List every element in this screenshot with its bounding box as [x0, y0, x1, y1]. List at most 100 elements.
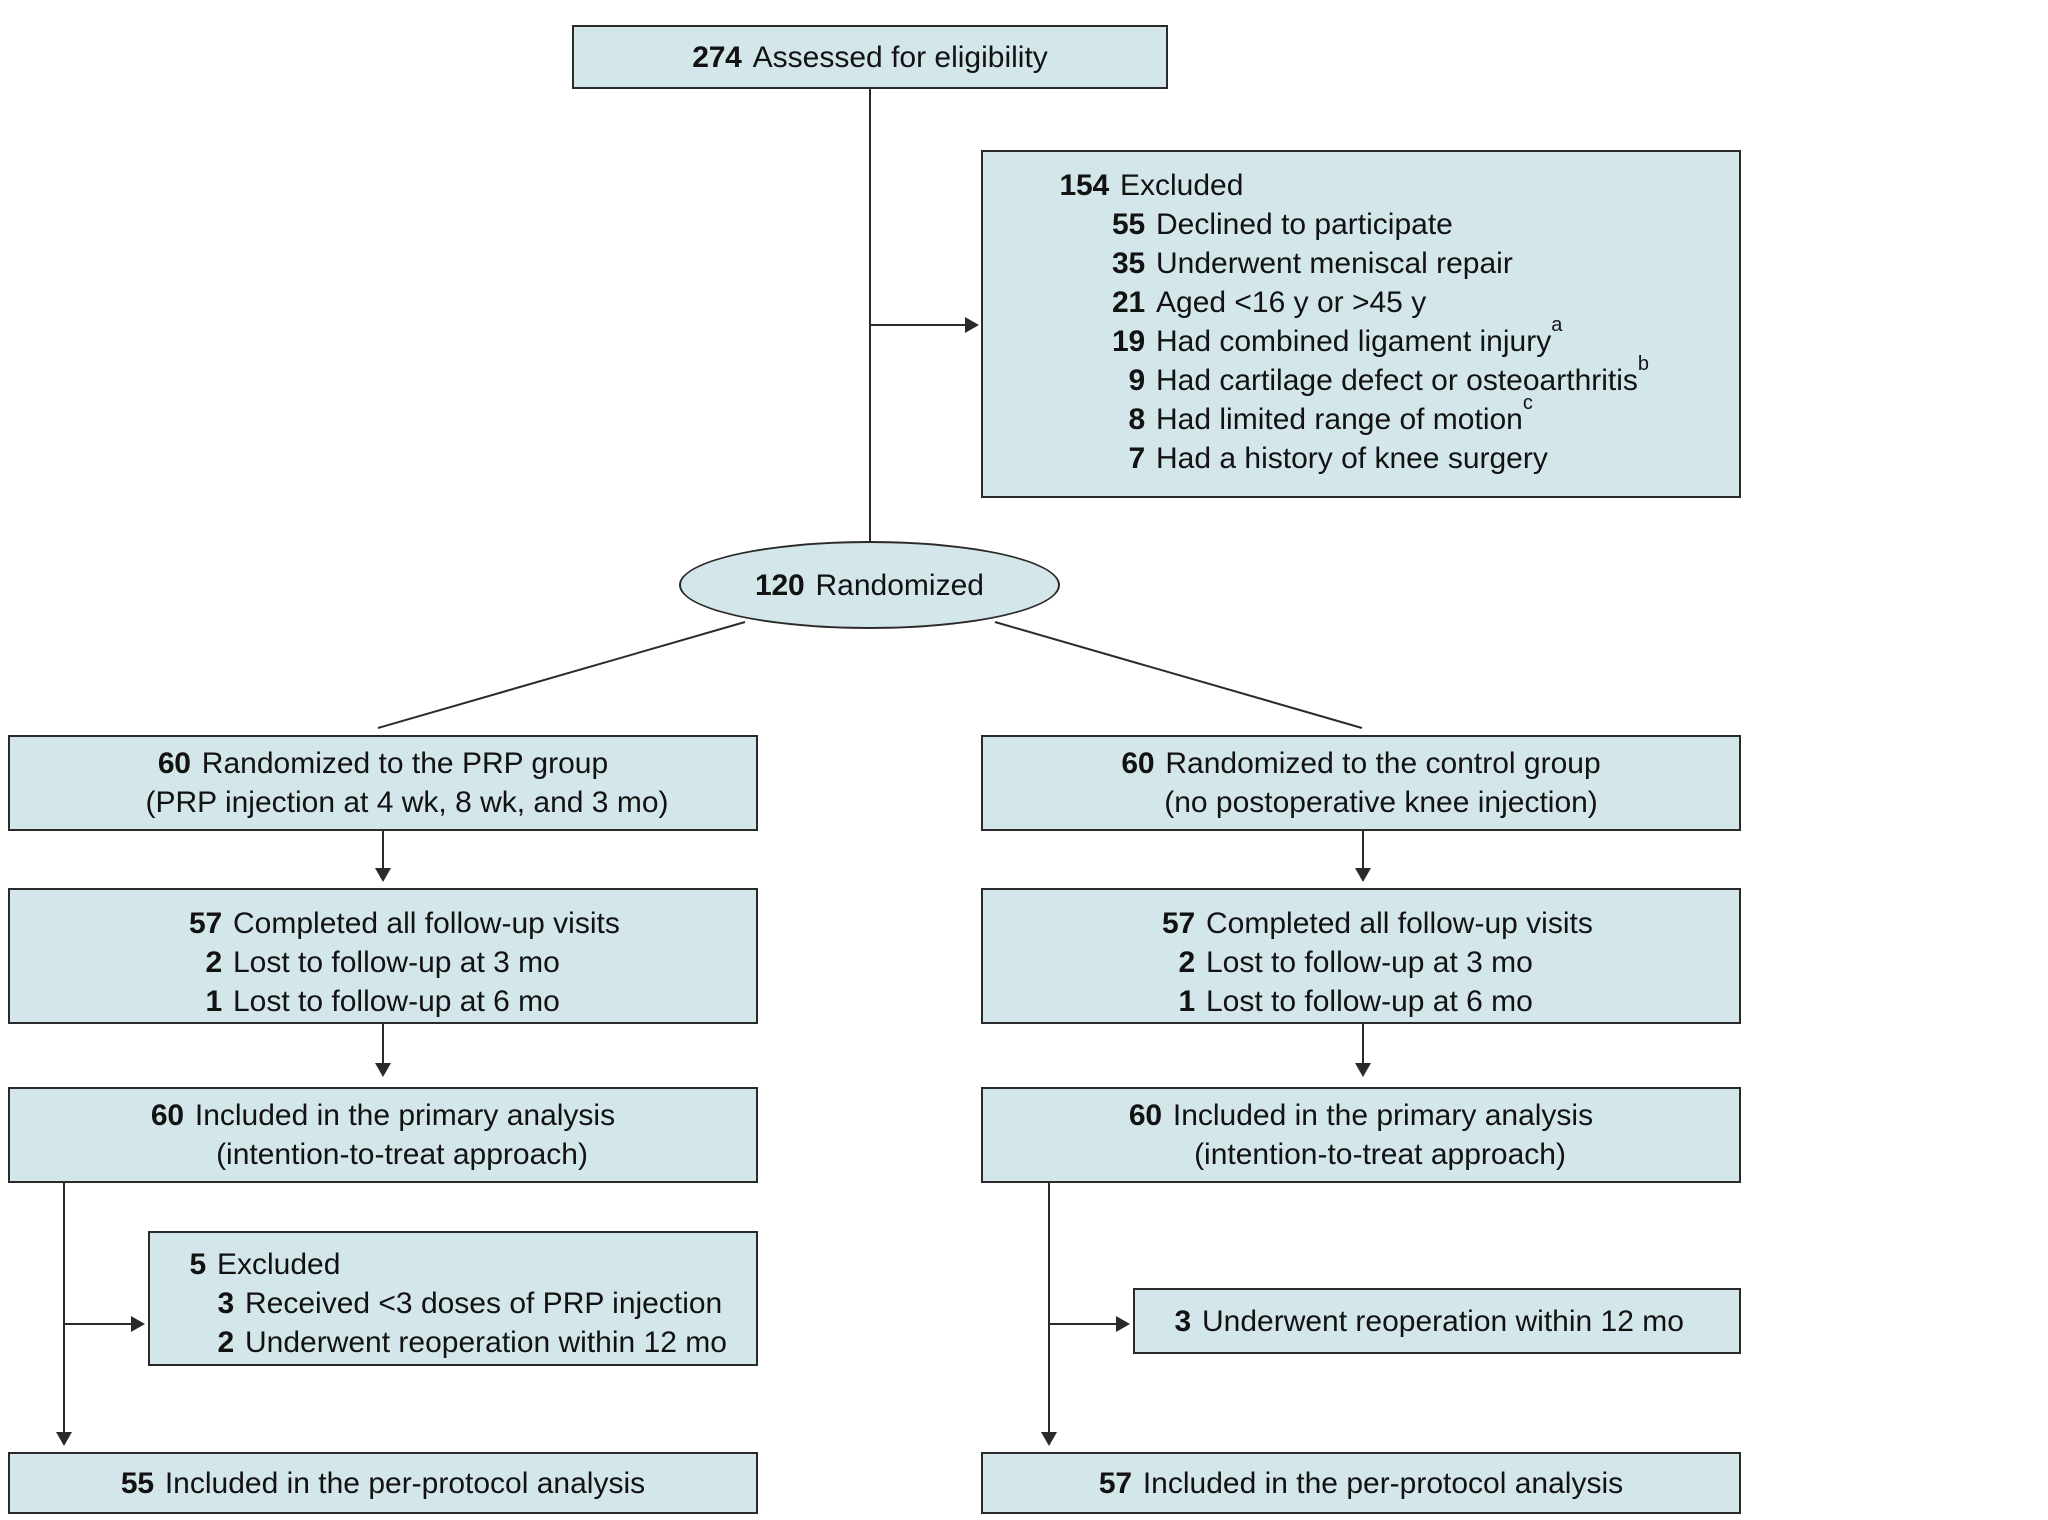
excluded-total-count: 154 — [1059, 169, 1110, 202]
control-perprotocol-label: Included in the per-protocol analysis — [1142, 1466, 1624, 1500]
control-primary-count: 60 — [1128, 1099, 1162, 1132]
arrow-control-primary — [1355, 1063, 1371, 1077]
list-item-count: 55 — [1112, 208, 1145, 241]
prp-excluded-reason-list: 3 Received <3 doses of PRP injection 2 Unde… — [206, 1284, 756, 1362]
randomized-row: 120 Randomized — [755, 566, 984, 605]
prp-alloc-count: 60 — [157, 747, 191, 780]
list-item: 2 Underwent reoperation within 12 mo — [206, 1323, 756, 1362]
list-item-label: Received <3 doses of PRP injection — [245, 1287, 723, 1320]
assessed-label: Assessed for eligibility — [752, 40, 1048, 74]
list-item-count: 9 — [1128, 364, 1146, 397]
list-item-label: Had combined ligament injurya — [1156, 314, 1563, 358]
list-item: 3 Received <3 doses of PRP injection — [206, 1284, 756, 1323]
prp-perprotocol-label: Included in the per-protocol analysis — [164, 1466, 646, 1500]
node-assessed-for-eligibility: 274 Assessed for eligibility — [572, 25, 1168, 89]
arrow-prp-excluded — [131, 1316, 145, 1332]
prp-primary-count: 60 — [150, 1099, 184, 1132]
prp-excluded-total-count: 5 — [189, 1248, 207, 1281]
arrow-control-perprotocol — [1041, 1432, 1057, 1446]
list-item-count: 35 — [1112, 247, 1145, 280]
list-item-label: Underwent reoperation within 12 mo — [1202, 1304, 1684, 1338]
arrow-control-followup — [1355, 868, 1371, 882]
node-prp-per-protocol: 55 Included in the per-protocol analysis — [8, 1452, 758, 1514]
list-item-count: 2 — [217, 1326, 235, 1359]
list-item-count: 57 — [1162, 907, 1195, 940]
node-prp-excluded: 5 Excluded 3 Received <3 doses of PRP inj… — [148, 1231, 758, 1366]
list-item-label: Had limited range of motionc — [1156, 392, 1533, 436]
node-prp-allocation: 60 Randomized to the PRP group (PRP inje… — [8, 735, 758, 831]
list-item: 21 Aged <16 y or >45 y — [1091, 283, 1739, 322]
list-item-count: 3 — [217, 1287, 235, 1320]
list-item-label: Aged <16 y or >45 y — [1156, 286, 1427, 319]
connector-prp-primary-stem — [63, 1183, 65, 1441]
arrow-prp-followup — [375, 868, 391, 882]
control-primary-row: 60 Included in the primary analysis — [983, 1096, 1739, 1135]
list-item-count: 1 — [1178, 985, 1196, 1018]
prp-primary-subline: (intention-to-treat approach) — [216, 1138, 588, 1171]
list-item-label: Lost to follow-up at 3 mo — [1206, 946, 1533, 979]
list-item-count: 1 — [205, 985, 223, 1018]
connector-prp-followup-to-primary — [382, 1024, 384, 1072]
list-item-count: 3 — [1174, 1304, 1192, 1338]
footnote-marker: c — [1522, 392, 1533, 414]
control-alloc-label: Randomized to the control group — [1165, 747, 1601, 780]
randomized-label: Randomized — [815, 568, 984, 602]
prp-primary-label: Included in the primary analysis — [194, 1099, 616, 1132]
assessed-count: 274 — [692, 40, 742, 74]
footnote-marker: b — [1637, 353, 1650, 375]
list-item-label: Lost to follow-up at 6 mo — [233, 985, 560, 1018]
list-item-count: 2 — [205, 946, 223, 979]
list-item: 1 Lost to follow-up at 6 mo — [1151, 982, 1739, 1021]
control-alloc-row: 60 Randomized to the control group — [983, 744, 1739, 783]
prp-alloc-row: 60 Randomized to the PRP group — [10, 744, 756, 783]
list-item: 1 Lost to follow-up at 6 mo — [178, 982, 756, 1021]
list-item: 35 Underwent meniscal repair — [1091, 244, 1739, 283]
connector-randomize-split — [377, 621, 1363, 729]
connector-control-primary-stem — [1048, 1183, 1050, 1441]
connector-control-to-excluded — [1048, 1323, 1124, 1325]
list-item-label: Completed all follow-up visits — [233, 907, 620, 940]
control-primary-label: Included in the primary analysis — [1172, 1099, 1594, 1132]
node-control-per-protocol: 57 Included in the per-protocol analysis — [981, 1452, 1741, 1514]
list-item-label: Lost to follow-up at 3 mo — [233, 946, 560, 979]
list-item-label: Lost to follow-up at 6 mo — [1206, 985, 1533, 1018]
randomized-count: 120 — [755, 568, 805, 602]
list-item-label: Underwent reoperation within 12 mo — [245, 1326, 727, 1359]
control-alloc-subline: (no postoperative knee injection) — [1164, 786, 1598, 819]
connector-assessed-to-randomized — [869, 89, 871, 541]
prp-perprotocol-count: 55 — [120, 1466, 154, 1500]
control-excluded-reason-list: 3 Underwent reoperation within 12 mo — [1163, 1302, 1739, 1341]
connector-prp-alloc-to-followup — [382, 831, 384, 877]
list-item-label: Completed all follow-up visits — [1206, 907, 1593, 940]
list-item-count: 57 — [189, 907, 222, 940]
list-item: 57 Completed all follow-up visits — [178, 904, 756, 943]
connector-to-excluded — [869, 324, 974, 326]
list-item: 3 Underwent reoperation within 12 mo — [1163, 1302, 1739, 1341]
node-control-allocation: 60 Randomized to the control group (no p… — [981, 735, 1741, 831]
list-item: 9 Had cartilage defect or osteoarthritisb — [1091, 353, 1739, 400]
excluded-header-row: 154 Excluded — [1055, 166, 1739, 205]
list-item-label: Had cartilage defect or osteoarthritisb — [1156, 353, 1650, 397]
prp-excluded-header-row: 5 Excluded — [178, 1245, 756, 1284]
control-alloc-count: 60 — [1121, 747, 1155, 780]
control-perprotocol-row: 57 Included in the per-protocol analysis — [983, 1464, 1739, 1503]
list-item: 2 Lost to follow-up at 3 mo — [178, 943, 756, 982]
connector-control-alloc-to-followup — [1362, 831, 1364, 877]
connector-prp-to-excluded — [63, 1323, 139, 1325]
list-item-count: 21 — [1112, 286, 1145, 319]
control-perprotocol-count: 57 — [1098, 1466, 1132, 1500]
list-item-label: Underwent meniscal repair — [1156, 247, 1513, 280]
assessed-row: 274 Assessed for eligibility — [574, 38, 1166, 77]
prp-perprotocol-row: 55 Included in the per-protocol analysis — [10, 1464, 756, 1503]
